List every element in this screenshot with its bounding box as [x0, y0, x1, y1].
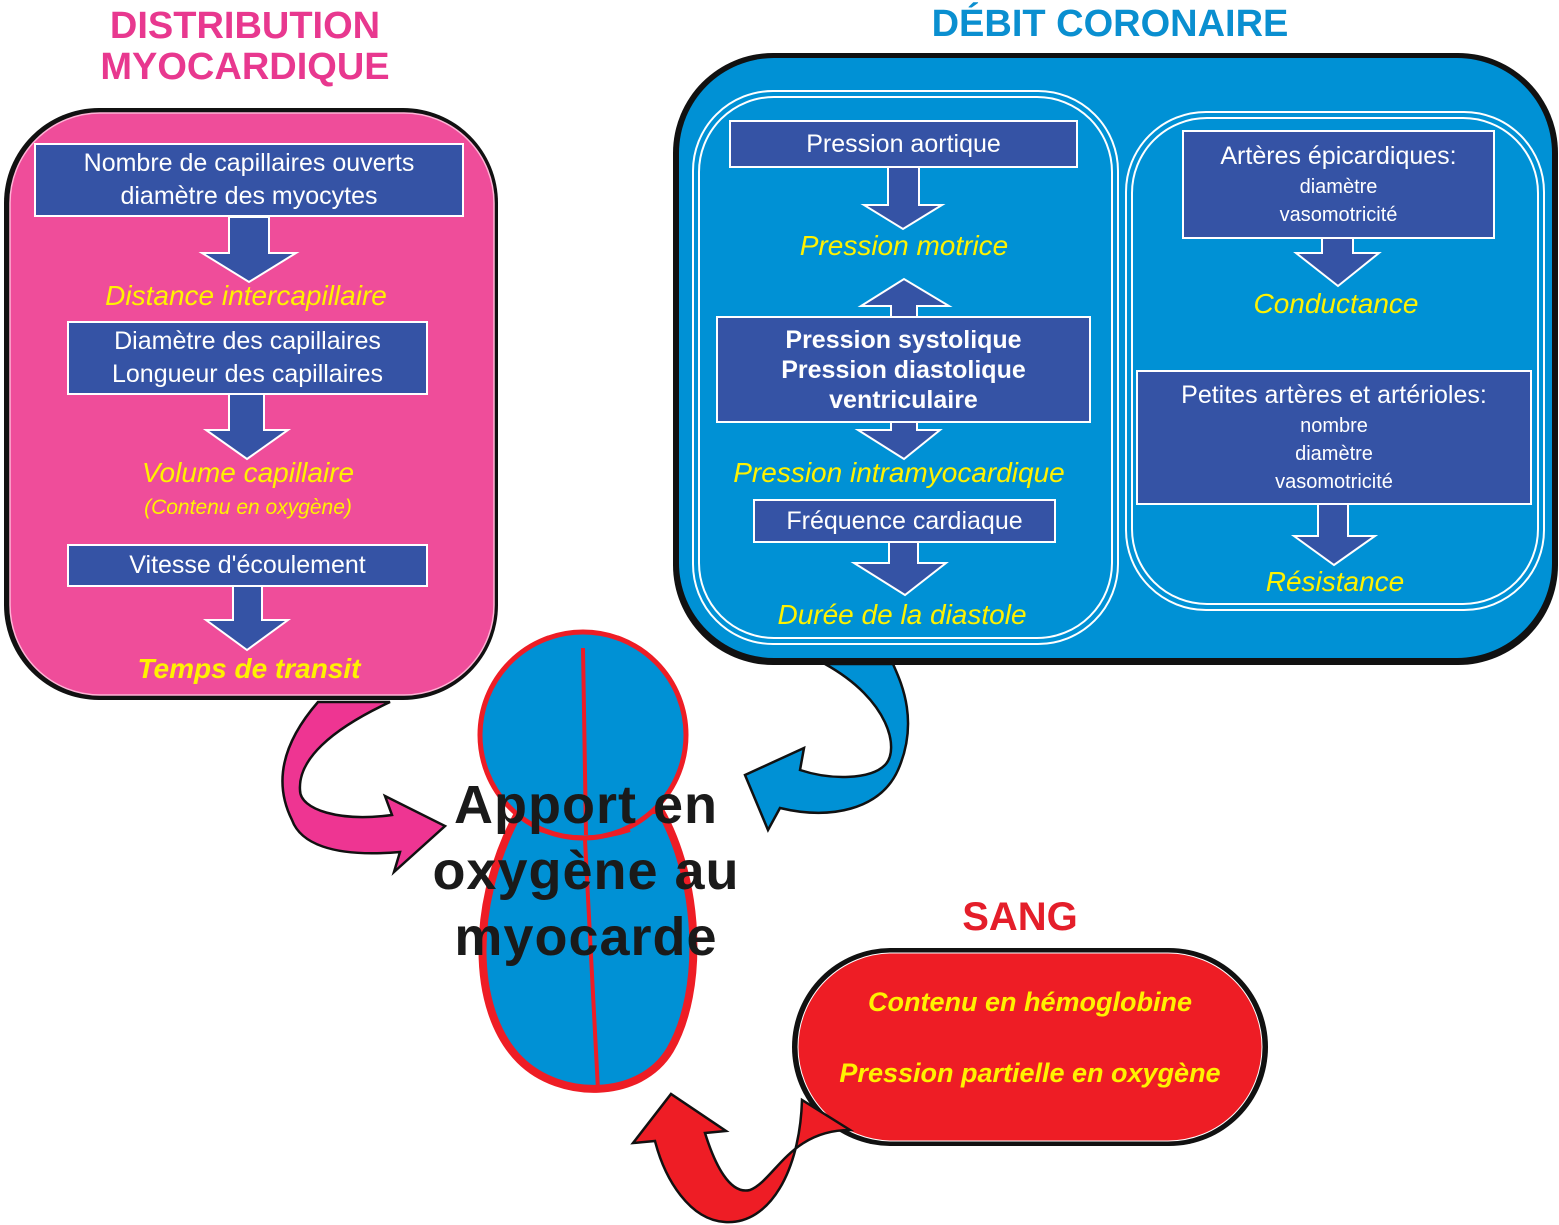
epicardial-arteries-box: Artères épicardiques: diamètre vasomotri…	[1182, 130, 1495, 239]
box-line: Pression diastolique	[781, 355, 1026, 384]
down-arrow-icon	[202, 393, 292, 461]
distribution-title: DISTRIBUTION MYOCARDIQUE	[40, 5, 450, 89]
box-line: Vitesse d'écoulement	[129, 551, 366, 579]
debit-title: DÉBIT CORONAIRE	[931, 3, 1289, 45]
center-line: Apport en	[454, 775, 718, 835]
flow-speed-box: Vitesse d'écoulement	[67, 544, 428, 587]
box-line: Diamètre des capillaires	[114, 327, 381, 355]
pink-curved-arrow-icon	[281, 700, 448, 876]
box-line: Nombre de capillaires ouverts	[83, 149, 415, 177]
box-line: diamètre des myocytes	[120, 182, 378, 210]
box-line: Artères épicardiques:	[1220, 142, 1457, 170]
oxygen-partial-pressure-label: Pression partielle en oxygène	[839, 1058, 1221, 1088]
resistance-label: Résistance	[1265, 566, 1405, 597]
box-line: Pression aortique	[806, 129, 1001, 158]
debit-arrows	[850, 166, 1382, 597]
center-line: myocarde	[454, 907, 718, 967]
heart-icon	[477, 629, 698, 1093]
down-arrow-icon	[860, 166, 946, 231]
diastole-duration-label: Durée de la diastole	[777, 599, 1027, 630]
driving-pressure-label: Pression motrice	[799, 230, 1009, 261]
down-arrow-icon	[1290, 503, 1379, 567]
box-line: Longueur des capillaires	[111, 360, 383, 388]
sang-panel	[792, 948, 1268, 1146]
box-line: diamètre	[1299, 176, 1378, 198]
hemoglobin-content-label: Contenu en hémoglobine	[868, 987, 1192, 1017]
transit-time-label: Temps de transit	[137, 653, 361, 684]
oxygen-content-label: (Contenu en oxygène)	[144, 496, 352, 519]
blue-curved-arrow-icon	[743, 662, 910, 833]
aortic-pressure-box: Pression aortique	[729, 120, 1078, 168]
down-arrow-icon	[854, 421, 943, 461]
capillaries-open-box: Nombre de capillaires ouverts diamètre d…	[34, 143, 464, 217]
down-arrow-icon	[1293, 237, 1382, 288]
down-arrow-icon	[202, 585, 292, 652]
box-line: vasomotricité	[1279, 204, 1398, 226]
small-arteries-box: Petites artères et artérioles: nombre di…	[1136, 370, 1532, 505]
box-line: ventriculaire	[829, 385, 978, 414]
box-line: Fréquence cardiaque	[786, 506, 1023, 535]
capillary-volume-label: Volume capillaire	[141, 457, 355, 488]
up-arrow-icon	[857, 277, 953, 318]
down-arrow-icon	[850, 541, 949, 597]
red-curved-arrow-icon	[630, 1092, 855, 1224]
box-line: nombre	[1300, 415, 1368, 437]
distribution-title-line2: MYOCARDIQUE	[100, 46, 390, 89]
heart-rate-box: Fréquence cardiaque	[753, 499, 1056, 543]
down-arrow-icon	[198, 216, 300, 284]
oxygen-supply-label: Apport en oxygène au myocarde	[386, 772, 786, 970]
center-line: oxygène au	[432, 841, 740, 901]
capillary-dimensions-box: Diamètre des capillaires Longueur des ca…	[67, 321, 428, 395]
ventricular-pressure-box: Pression systolique Pression diastolique…	[716, 316, 1091, 423]
box-line: Petites artères et artérioles:	[1181, 381, 1487, 409]
intramyocardial-pressure-label: Pression intramyocardique	[733, 457, 1065, 488]
box-line: vasomotricité	[1275, 471, 1393, 493]
box-line: diamètre	[1295, 443, 1373, 465]
box-line: Pression systolique	[785, 325, 1022, 354]
intercapillary-distance-label: Distance intercapillaire	[105, 280, 387, 311]
distribution-title-line1: DISTRIBUTION	[109, 5, 381, 47]
distribution-arrows	[198, 216, 300, 652]
conductance-label: Conductance	[1253, 288, 1419, 319]
sang-title: SANG	[962, 895, 1078, 939]
